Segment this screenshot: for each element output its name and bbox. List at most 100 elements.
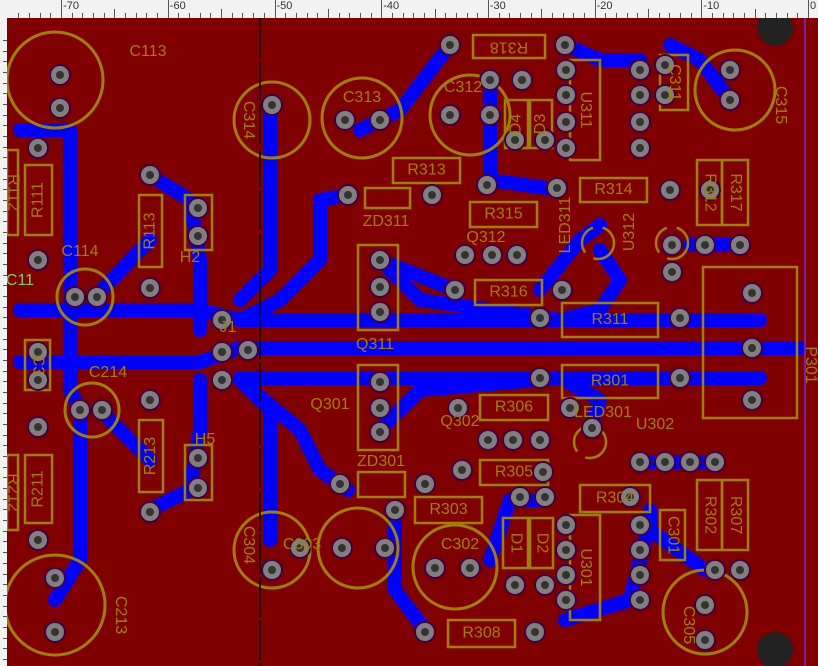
ruler-tick [50, 13, 52, 18]
drill-hole [458, 466, 466, 474]
drill-hole [341, 116, 349, 124]
component-outline [137, 418, 165, 494]
drill-hole [562, 118, 570, 126]
ruler-tick [455, 13, 457, 18]
ruler-tick [413, 13, 415, 18]
drill-hole [338, 544, 346, 552]
trace [553, 243, 627, 327]
ruler-tick [103, 13, 105, 18]
ruler-tick [391, 13, 393, 18]
label-c312: C312 [444, 79, 482, 96]
drill-hole [376, 428, 384, 436]
drill-hole [513, 251, 521, 259]
component-outline [560, 301, 660, 339]
ruler-tick [370, 13, 372, 18]
ruler-tick [135, 13, 137, 18]
label-c11: C11 [7, 272, 34, 289]
ruler-tick [733, 13, 735, 18]
component-outline [183, 443, 214, 502]
drill-hole [194, 204, 202, 212]
drill-hole [676, 374, 684, 382]
ruler-tick [39, 13, 41, 18]
ruler-tick [551, 13, 553, 18]
ruler-tick [93, 13, 95, 18]
drill-hole [636, 118, 644, 126]
capacitor-outline [55, 267, 115, 327]
label-r112: R112 [7, 174, 21, 211]
drill-hole [336, 480, 344, 488]
label-c301: C301 [664, 516, 681, 554]
label-r111: R111 [30, 182, 47, 218]
ruler-tick [61, 0, 63, 18]
ruler-tick [562, 13, 564, 18]
label-r212: R212 [7, 473, 21, 511]
label-r308: R308 [462, 625, 500, 642]
drill-hole [34, 256, 42, 264]
trace [663, 38, 737, 107]
ruler-tick [306, 13, 308, 18]
drill-hole [562, 596, 570, 604]
component-outline [356, 363, 400, 452]
label-c113: C113 [129, 43, 166, 60]
drill-hole [562, 546, 570, 554]
drill-hole [391, 506, 399, 514]
ruler-tick [669, 13, 671, 18]
drill-hole [748, 396, 756, 404]
drill-hole [194, 484, 202, 492]
drill-hole [711, 566, 719, 574]
drill-hole [661, 458, 669, 466]
trace [373, 253, 567, 327]
trace [88, 233, 157, 304]
label-c213: C213 [112, 596, 129, 634]
label-c315: C315 [772, 86, 789, 124]
ruler-tick [125, 13, 127, 18]
label-r303: R303 [429, 501, 467, 518]
ruler-tick [242, 13, 244, 18]
drill-hole [98, 406, 106, 414]
ruler-tick [786, 13, 788, 18]
component-outline [701, 265, 799, 420]
ruler-tick [690, 13, 692, 18]
drill-hole [562, 144, 570, 152]
drill-hole [701, 636, 709, 644]
drill-hole [146, 171, 154, 179]
label-r301: R301 [591, 373, 629, 390]
mounting-hole [757, 632, 793, 666]
silkscreen [7, 30, 799, 657]
drill-hole [51, 574, 59, 582]
drill-hole [748, 344, 756, 352]
drill-hole [588, 424, 596, 432]
drill-hole [454, 404, 462, 412]
ruler-tick [157, 13, 159, 18]
led-outline [654, 225, 690, 261]
label-r211: R211 [30, 470, 47, 507]
ruler-label: 0 [810, 0, 817, 12]
label-r315: R315 [484, 206, 522, 223]
component-outline [578, 176, 649, 204]
component-outline [468, 200, 539, 229]
label-h2: H2 [180, 249, 201, 266]
label-h5: H5 [195, 431, 216, 448]
label-j1: J1 [220, 319, 237, 336]
ruler-tick [210, 13, 212, 18]
ruler-tick [221, 9, 223, 18]
label-r307: R307 [727, 496, 744, 534]
label-c303: C303 [283, 536, 321, 553]
ruler-tick [146, 13, 148, 18]
drill-hole [636, 458, 644, 466]
label-r318: R318 [490, 38, 528, 55]
drill-hole [562, 521, 570, 529]
label-c302: C302 [441, 536, 479, 553]
ruler-tick [423, 13, 425, 18]
ruler-tick [498, 13, 500, 18]
drill-hole [636, 571, 644, 579]
capacitor-outline [411, 523, 499, 611]
drill-hole [344, 191, 352, 199]
drill-hole [558, 286, 566, 294]
ruler-tick [701, 0, 703, 18]
drill-hole [566, 404, 574, 412]
drill-hole [553, 184, 561, 192]
